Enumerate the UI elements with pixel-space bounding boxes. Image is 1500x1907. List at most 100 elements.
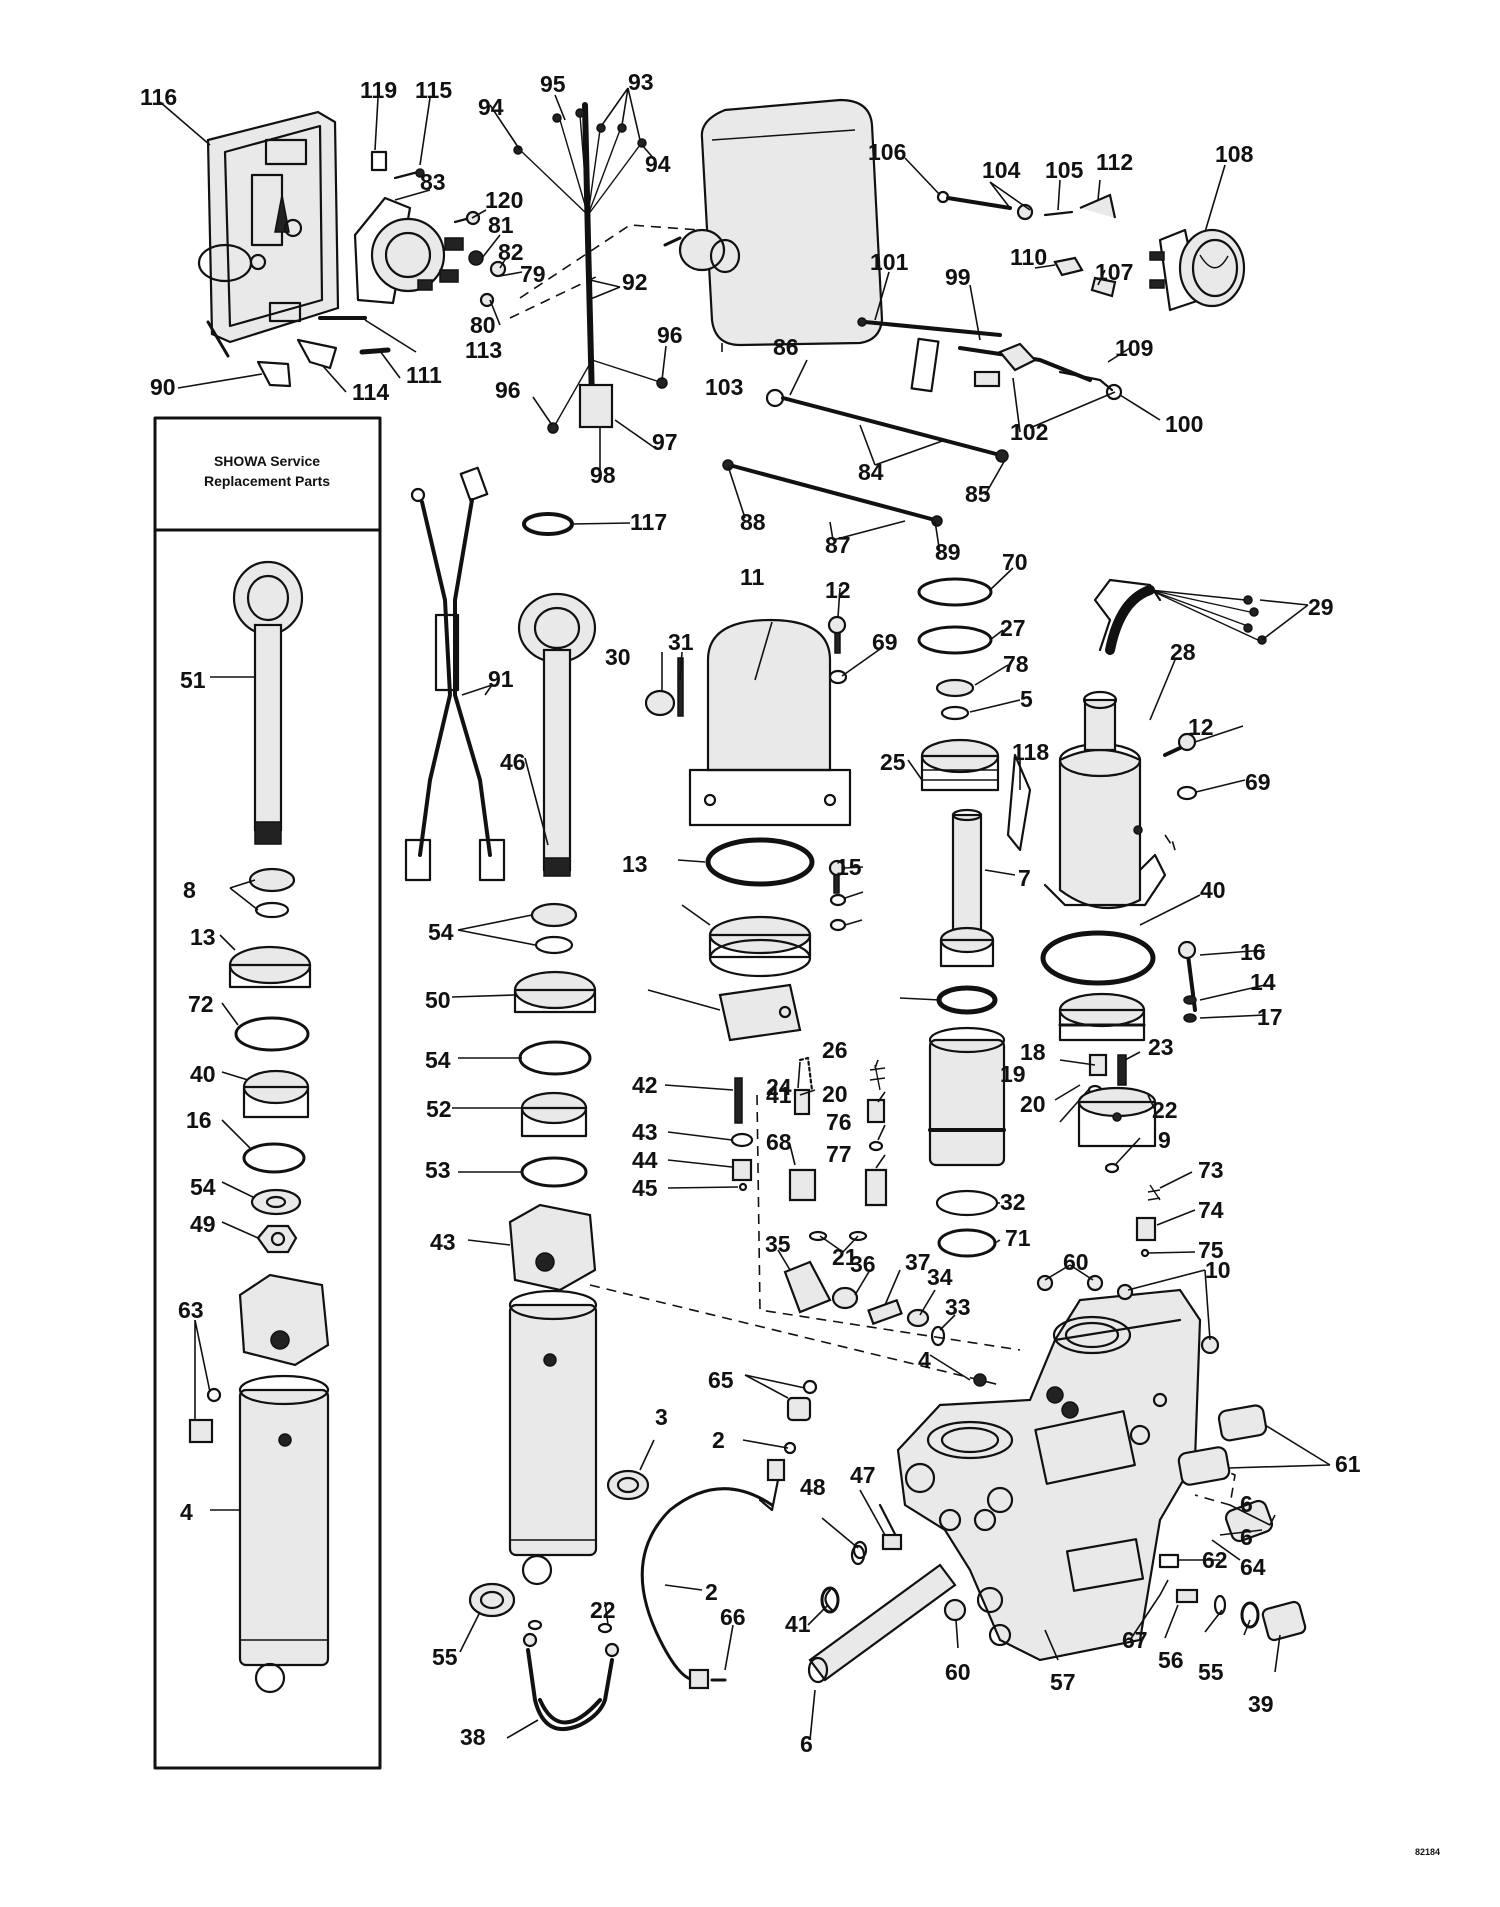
part-label-92: 92 xyxy=(622,269,648,295)
valve-parts xyxy=(730,615,888,1242)
part-label-64: 64 xyxy=(1240,1554,1266,1580)
part-label-54: 54 xyxy=(190,1174,216,1200)
part-label-55: 55 xyxy=(1198,1659,1224,1685)
pump-seals xyxy=(705,837,815,1124)
part-label-16: 16 xyxy=(1240,939,1266,965)
part-label-96: 96 xyxy=(495,377,521,403)
part-label-78: 78 xyxy=(1003,651,1029,677)
part-label-106: 106 xyxy=(868,139,906,165)
part-label-45: 45 xyxy=(632,1175,658,1201)
service-cylinder xyxy=(188,1273,330,1694)
part-label-40: 40 xyxy=(1200,877,1226,903)
part-label-19: 19 xyxy=(1000,1061,1026,1087)
part-label-120: 120 xyxy=(485,187,523,213)
part-label-89: 89 xyxy=(935,539,961,565)
part-label-34: 34 xyxy=(927,1264,953,1290)
service-trim-rod xyxy=(232,560,304,845)
part-label-41: 41 xyxy=(785,1611,811,1637)
part-label-88: 88 xyxy=(740,509,766,535)
part-label-69: 69 xyxy=(872,629,898,655)
u-tube xyxy=(522,1619,620,1731)
part-label-24: 24 xyxy=(766,1074,792,1100)
part-label-63: 63 xyxy=(178,1297,204,1323)
part-label-25: 25 xyxy=(880,749,906,775)
part-label-28: 28 xyxy=(1170,639,1196,665)
part-label-13: 13 xyxy=(190,924,216,950)
reservoir-stack xyxy=(917,577,1032,1258)
part-label-12: 12 xyxy=(825,577,851,603)
part-label-77: 77 xyxy=(826,1141,852,1167)
part-label-22: 22 xyxy=(590,1597,616,1623)
part-label-15: 15 xyxy=(836,854,862,880)
part-label-74: 74 xyxy=(1198,1197,1224,1223)
solenoid-relay xyxy=(353,196,464,305)
part-label-8: 8 xyxy=(183,877,196,903)
part-label-97: 97 xyxy=(652,429,678,455)
part-label-98: 98 xyxy=(590,462,616,488)
part-label-94: 94 xyxy=(478,94,504,120)
part-label-70: 70 xyxy=(1002,549,1028,575)
part-label-2: 2 xyxy=(712,1427,725,1453)
cover-box xyxy=(663,98,884,347)
part-label-41: 41 xyxy=(766,1082,792,1108)
part-label-69: 69 xyxy=(1245,769,1271,795)
part-label-2: 2 xyxy=(705,1579,718,1605)
part-label-5: 5 xyxy=(1020,686,1033,712)
part-label-57: 57 xyxy=(1050,1669,1076,1695)
part-label-104: 104 xyxy=(982,157,1021,183)
part-label-43: 43 xyxy=(430,1229,456,1255)
part-label-3: 3 xyxy=(655,1404,668,1430)
part-label-61: 61 xyxy=(1335,1451,1361,1477)
assembly-lines-mid xyxy=(589,1094,1021,1386)
trim-gauge xyxy=(1149,228,1246,312)
diagram-id: 82184 xyxy=(1415,1847,1440,1857)
part-label-4: 4 xyxy=(918,1347,931,1373)
pump-housing xyxy=(896,1288,1236,1662)
part-label-48: 48 xyxy=(800,1474,826,1500)
part-label-68: 68 xyxy=(766,1129,792,1155)
part-label-119: 119 xyxy=(360,77,397,103)
part-label-46: 46 xyxy=(500,749,526,775)
part-label-99: 99 xyxy=(945,264,971,290)
part-label-102: 102 xyxy=(1010,419,1048,445)
part-label-84: 84 xyxy=(858,459,884,485)
part-label-10: 10 xyxy=(1205,1257,1231,1283)
housing-hardware xyxy=(820,1274,1307,1642)
pivot-pin xyxy=(807,1563,957,1684)
part-label-73: 73 xyxy=(1198,1157,1224,1183)
trim-motor xyxy=(1043,578,1267,910)
part-label-110: 110 xyxy=(1010,244,1047,270)
part-label-49: 49 xyxy=(190,1211,216,1237)
part-label-17: 17 xyxy=(1257,1004,1283,1030)
bushings xyxy=(468,1469,650,1618)
part-label-76: 76 xyxy=(826,1109,852,1135)
part-label-42: 42 xyxy=(632,1072,658,1098)
part-label-109: 109 xyxy=(1115,335,1153,361)
part-label-117: 117 xyxy=(630,509,667,535)
part-label-95: 95 xyxy=(540,71,566,97)
check-valves xyxy=(783,1260,946,1347)
service-box-title-line1: SHOWA Service xyxy=(214,453,320,469)
part-label-113: 113 xyxy=(465,337,502,363)
part-label-72: 72 xyxy=(188,991,214,1017)
part-label-26: 26 xyxy=(822,1037,848,1063)
wire-harness xyxy=(513,102,668,434)
part-label-107: 107 xyxy=(1095,259,1133,285)
part-label-11: 11 xyxy=(740,564,765,590)
part-label-52: 52 xyxy=(426,1096,452,1122)
part-label-32: 32 xyxy=(1000,1189,1026,1215)
part-label-55: 55 xyxy=(432,1644,458,1670)
part-label-20: 20 xyxy=(1020,1091,1046,1117)
part-label-36: 36 xyxy=(850,1251,876,1277)
part-label-54: 54 xyxy=(428,919,454,945)
part-label-85: 85 xyxy=(965,481,991,507)
loose-wires xyxy=(722,190,1123,527)
part-label-39: 39 xyxy=(1248,1691,1274,1717)
service-replacement-box: SHOWA Service Replacement Parts xyxy=(153,416,382,1770)
part-label-31: 31 xyxy=(668,629,694,655)
part-label-13: 13 xyxy=(622,851,648,877)
part-label-75: 75 xyxy=(1198,1237,1224,1263)
part-label-30: 30 xyxy=(605,644,631,670)
part-label-18: 18 xyxy=(1020,1039,1046,1065)
